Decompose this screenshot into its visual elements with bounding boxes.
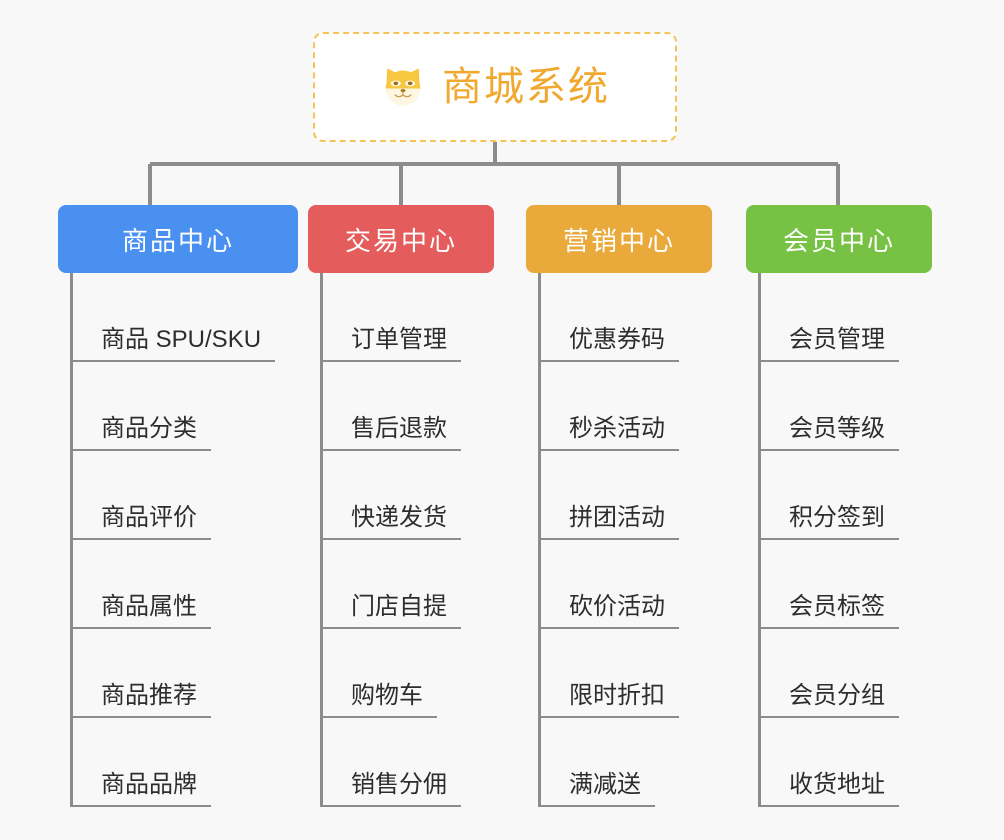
branch-header-label: 交易中心 [344,225,457,256]
list-item-label: 商品推荐 [73,682,211,718]
list-item[interactable]: 门店自提 [323,540,494,629]
list-item-label: 限时折扣 [541,682,679,718]
branch-column-trade-center: 交易中心 订单管理 售后退款 快递发货 门店自提 购物车 销售分佣 [308,205,494,807]
list-item-label: 商品品牌 [73,771,211,807]
list-item-label: 商品分类 [73,415,211,451]
branch-column-member-center: 会员中心 会员管理 会员等级 积分签到 会员标签 会员分组 收货地址 [746,205,932,807]
list-item[interactable]: 会员管理 [761,273,932,362]
branch-header-label: 会员中心 [782,225,895,256]
list-item-label: 满减送 [541,771,655,807]
branch-column-marketing-center: 营销中心 优惠券码 秒杀活动 拼团活动 砍价活动 限时折扣 满减送 [526,205,712,807]
list-item-label: 秒杀活动 [541,415,679,451]
list-item-label: 会员分组 [761,682,899,718]
list-item-label: 门店自提 [323,593,461,629]
branch-items-member-center: 会员管理 会员等级 积分签到 会员标签 会员分组 收货地址 [758,273,932,807]
list-item[interactable]: 会员标签 [761,540,932,629]
list-item-label: 收货地址 [761,771,899,807]
list-item[interactable]: 商品 SPU/SKU [73,273,298,362]
list-item-label: 商品评价 [73,504,211,540]
list-item-label: 快递发货 [323,504,461,540]
branch-header-marketing-center[interactable]: 营销中心 [526,205,712,273]
branch-header-product-center[interactable]: 商品中心 [58,205,298,273]
list-item[interactable]: 购物车 [323,629,494,718]
branch-items-marketing-center: 优惠券码 秒杀活动 拼团活动 砍价活动 限时折扣 满减送 [538,273,712,807]
list-item[interactable]: 订单管理 [323,273,494,362]
list-item[interactable]: 商品属性 [73,540,298,629]
root-label: 商城系统 [442,65,610,109]
list-item[interactable]: 商品评价 [73,451,298,540]
list-item-label: 商品属性 [73,593,211,629]
list-item-label: 售后退款 [323,415,461,451]
list-item[interactable]: 会员等级 [761,362,932,451]
list-item-label: 会员等级 [761,415,899,451]
list-item[interactable]: 满减送 [541,718,712,807]
list-item-label: 会员标签 [761,593,899,629]
branch-header-member-center[interactable]: 会员中心 [746,205,932,273]
list-item[interactable]: 收货地址 [761,718,932,807]
list-item-label: 销售分佣 [323,771,461,807]
list-item[interactable]: 拼团活动 [541,451,712,540]
list-item[interactable]: 商品分类 [73,362,298,451]
list-item-label: 拼团活动 [541,504,679,540]
list-item[interactable]: 积分签到 [761,451,932,540]
list-item-label: 积分签到 [761,504,899,540]
list-item[interactable]: 售后退款 [323,362,494,451]
branch-items-product-center: 商品 SPU/SKU 商品分类 商品评价 商品属性 商品推荐 商品品牌 [70,273,298,807]
list-item[interactable]: 优惠券码 [541,273,712,362]
branch-header-trade-center[interactable]: 交易中心 [308,205,494,273]
list-item[interactable]: 限时折扣 [541,629,712,718]
branch-header-label: 商品中心 [121,225,234,256]
list-item-label: 砍价活动 [541,593,679,629]
list-item-label: 购物车 [323,682,437,718]
list-item-label: 会员管理 [761,326,899,362]
list-item[interactable]: 会员分组 [761,629,932,718]
list-item-label: 订单管理 [323,326,461,362]
list-item[interactable]: 秒杀活动 [541,362,712,451]
branch-column-product-center: 商品中心 商品 SPU/SKU 商品分类 商品评价 商品属性 商品推荐 商品品牌 [58,205,298,807]
branch-header-label: 营销中心 [562,225,675,256]
root-node[interactable]: 商城系统 [313,32,677,142]
list-item[interactable]: 商品品牌 [73,718,298,807]
list-item[interactable]: 砍价活动 [541,540,712,629]
list-item-label: 商品 SPU/SKU [73,326,276,362]
list-item[interactable]: 销售分佣 [323,718,494,807]
branch-items-trade-center: 订单管理 售后退款 快递发货 门店自提 购物车 销售分佣 [320,273,494,807]
list-item[interactable]: 快递发货 [323,451,494,540]
list-item-label: 优惠券码 [541,326,679,362]
shiba-dog-face-icon [380,64,426,110]
list-item[interactable]: 商品推荐 [73,629,298,718]
